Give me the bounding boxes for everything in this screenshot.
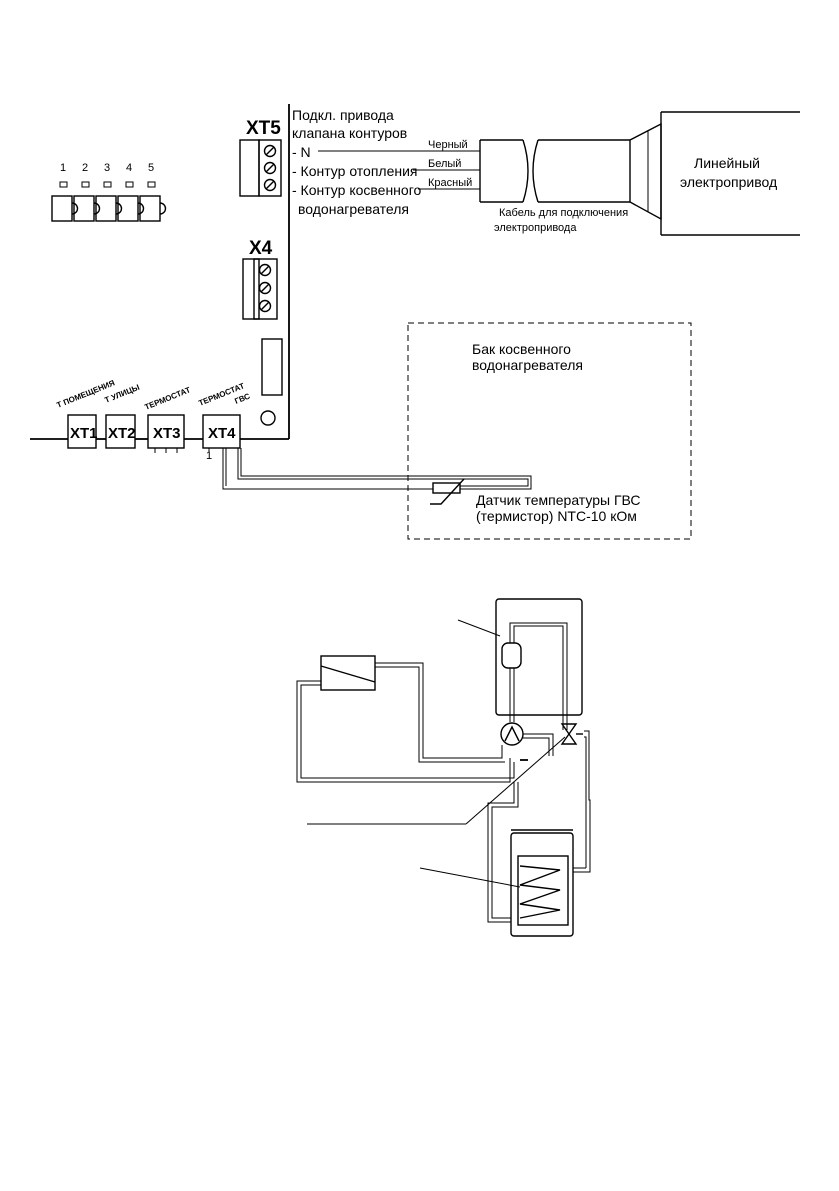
cable-label-line2: электропривода (494, 222, 577, 234)
xt4-function-label-line2: ГВС (233, 392, 251, 406)
led-label-3: 3 (104, 162, 110, 174)
xt5-terminal-heating: - Контур отопления (292, 163, 418, 179)
cable: Кабель для подключения электропривода (479, 139, 630, 234)
linear-actuator: Линейный электропривод (629, 111, 800, 236)
xt5-terminal-strip (258, 139, 282, 197)
xt5-terminal-n: - N (292, 144, 311, 160)
screw-icon (258, 299, 272, 313)
led-5 (147, 181, 156, 188)
xt3-terminal: XT3 ТЕРМОСТАТ (143, 385, 192, 453)
xt1-label: XT1 (70, 425, 98, 442)
xt5-heading-line1: Подкл. привода (292, 107, 394, 123)
led-label-5: 5 (148, 162, 154, 174)
sensor-cable (222, 448, 532, 490)
indirect-tank-area: Бак косвенного водонагревателя (407, 322, 692, 540)
heating-coil-icon (519, 865, 561, 919)
xt4-label: XT4 (208, 425, 236, 442)
led-label-4: 4 (126, 162, 132, 174)
leader-line (465, 736, 566, 825)
led-label-1: 1 (60, 162, 66, 174)
actuator-label-line1: Линейный (694, 155, 760, 171)
leader-line (419, 867, 521, 888)
led-label-2: 2 (82, 162, 88, 174)
heat-exchanger-icon (501, 642, 522, 669)
storage-tank (510, 829, 574, 937)
wire-red-label: Красный (428, 177, 472, 189)
tank-label-line1: Бак косвенного (472, 341, 571, 357)
leader-line (457, 619, 501, 637)
screw-icon (263, 161, 277, 175)
sensor-label-line1: Датчик температуры ГВС (476, 492, 641, 508)
xt5-connector: XT5 Подкл. привода клапана контуров - N … (239, 107, 421, 217)
actuator-label-line2: электропривод (680, 174, 777, 190)
x4-terminal-strip (253, 258, 278, 320)
screw-icon (263, 144, 277, 158)
radiator-icon (320, 655, 376, 691)
led-4 (125, 181, 134, 188)
led-1 (59, 181, 68, 188)
sensor-label-line2: (термистор) NTC-10 кОм (476, 508, 637, 524)
led-button-5 (139, 195, 167, 222)
tank-label-line2: водонагревателя (472, 357, 583, 373)
xt3-function-label: ТЕРМОСТАТ (143, 385, 192, 412)
led-2 (81, 181, 90, 188)
xt5-terminal-dhw-line1: - Контур косвенного (292, 182, 421, 198)
actuator-wires: Черный Белый Красный (318, 139, 480, 190)
three-way-valve-icon (560, 723, 583, 745)
wire-white-label: Белый (428, 158, 461, 170)
led-indicator-group: 1 2 3 4 5 (51, 162, 167, 222)
mounting-hole-icon (260, 410, 276, 426)
boiler-unit (495, 598, 583, 716)
screw-icon (258, 263, 272, 277)
xt2-terminal: XT2 Т УЛИЦЫ (103, 383, 141, 449)
xt3-label: XT3 (153, 425, 181, 442)
xt4-terminal: XT4 ТЕРМОСТАТ ГВС 1 (197, 381, 251, 462)
xt4-pin-one-label: 1 (206, 450, 212, 462)
xt5-housing (239, 139, 260, 197)
cable-label-line1: Кабель для подключения (499, 207, 628, 219)
screw-icon (263, 178, 277, 192)
thermistor-icon (430, 478, 465, 505)
xt5-heading-line2: клапана контуров (292, 125, 407, 141)
x4-connector: X4 (242, 238, 278, 320)
x4-title: X4 (249, 238, 273, 259)
xt2-label: XT2 (108, 425, 136, 442)
screw-icon (258, 281, 272, 295)
pump-icon (500, 722, 524, 746)
xt5-terminal-dhw-line2: водонагревателя (298, 201, 409, 217)
fuse-holder (261, 338, 283, 396)
board-outline (30, 104, 290, 440)
wire-black-label: Черный (428, 139, 468, 151)
led-3 (103, 181, 112, 188)
hydraulic-schematic (296, 598, 591, 937)
x4-housing (242, 258, 260, 320)
xt5-title: XT5 (246, 118, 281, 139)
